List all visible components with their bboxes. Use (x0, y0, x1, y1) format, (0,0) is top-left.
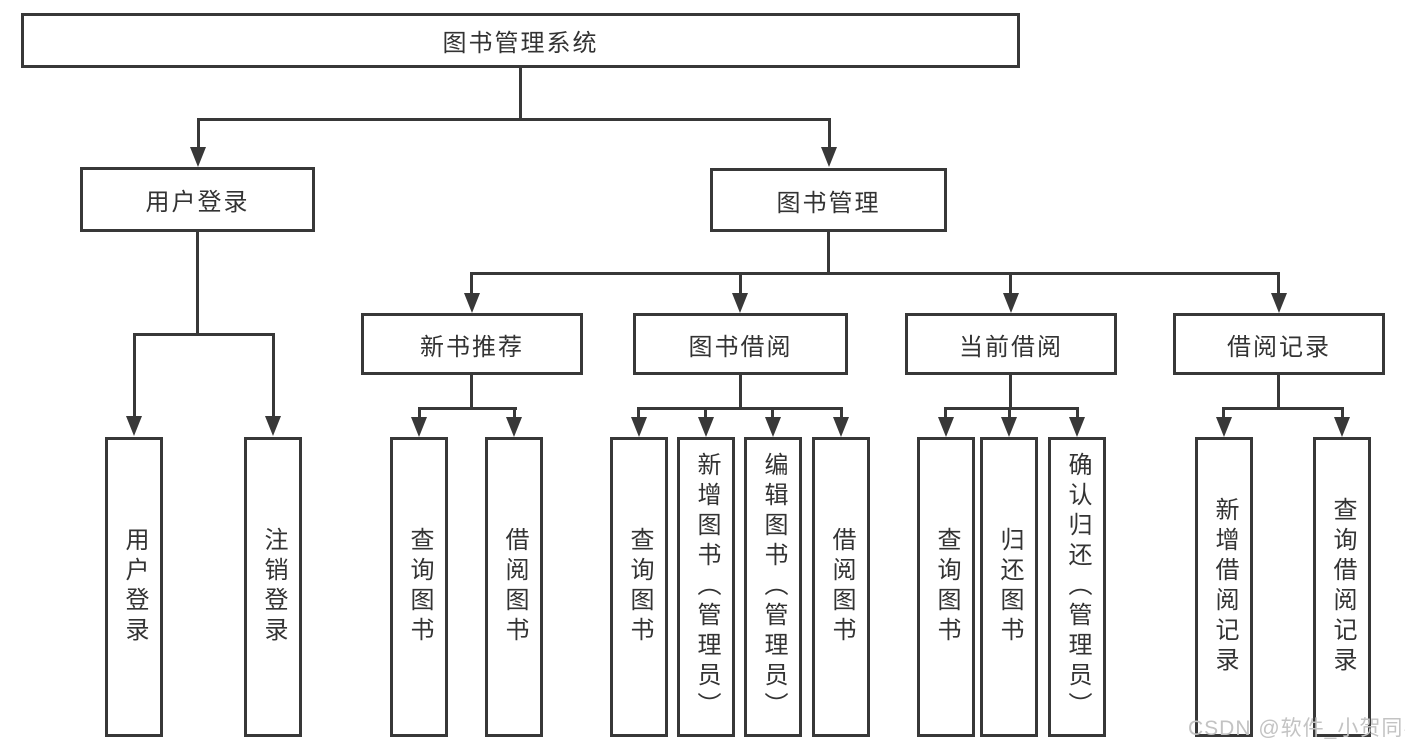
node-label: 图书管理 (776, 189, 881, 217)
connector-line (637, 407, 640, 417)
node-label: 当前借阅 (959, 333, 1063, 361)
connector-line (739, 375, 742, 407)
connector-line (944, 407, 947, 417)
leaf-newbooks-query-books: 查询图书 (390, 437, 448, 737)
connector-line (944, 407, 1079, 410)
connector-line (470, 375, 473, 407)
node-label: 图书借阅 (688, 333, 793, 361)
leaf-borrowing-edit-books-admin: 编辑图书（管理员） (744, 437, 802, 737)
connector-line (637, 407, 843, 410)
leaf-current-query-books: 查询图书 (917, 437, 975, 737)
connector-line (1008, 407, 1011, 417)
leaf-label: 归还图书 (996, 527, 1023, 647)
connector-line (418, 407, 421, 417)
leaf-label: 查询图书 (933, 527, 960, 647)
arrowhead (1069, 417, 1085, 437)
arrowhead (821, 147, 837, 167)
arrowhead (411, 417, 427, 437)
arrowhead (732, 293, 748, 313)
arrowhead (1001, 417, 1017, 437)
connector-line (828, 118, 831, 147)
node-book-management: 图书管理 (710, 168, 947, 232)
node-book-borrowing: 图书借阅 (633, 313, 848, 375)
arrowhead (1216, 417, 1232, 437)
connector-line (197, 118, 200, 147)
arrowhead (698, 417, 714, 437)
node-new-book-recommend: 新书推荐 (361, 313, 583, 375)
connector-line (197, 118, 831, 121)
leaf-borrowing-borrow-books: 借阅图书 (812, 437, 870, 737)
node-current-borrowing: 当前借阅 (905, 313, 1117, 375)
node-user-login: 用户登录 (80, 167, 315, 232)
arrowhead (126, 416, 142, 436)
node-library-management-system: 图书管理系统 (21, 13, 1020, 68)
connector-line (133, 333, 136, 416)
arrowhead (1334, 417, 1350, 437)
connector-line (827, 232, 830, 272)
leaf-label: 编辑图书（管理员） (760, 452, 787, 722)
leaf-current-return-books: 归还图书 (980, 437, 1038, 737)
arrowhead (631, 417, 647, 437)
leaf-label: 注销登录 (260, 527, 287, 647)
node-borrowing-records: 借阅记录 (1173, 313, 1385, 375)
node-label: 用户登录 (145, 189, 250, 216)
connector-line (840, 407, 843, 417)
leaf-label: 借阅图书 (501, 527, 528, 647)
connector-line (1341, 407, 1344, 417)
node-label: 新书推荐 (420, 333, 524, 361)
connector-line (1076, 407, 1079, 417)
leaf-label: 新增借阅记录 (1211, 497, 1238, 677)
node-label: 借阅记录 (1227, 333, 1331, 361)
watermark: CSDN @软件_小贺同学 (1188, 717, 1405, 740)
leaf-label: 查询借阅记录 (1329, 497, 1356, 677)
leaf-label: 借阅图书 (828, 527, 855, 647)
arrowhead (190, 147, 206, 167)
connector-line (704, 407, 707, 417)
connector-line (1009, 272, 1012, 293)
connector-line (133, 333, 275, 336)
connector-line (1222, 407, 1225, 417)
arrowhead (265, 416, 281, 436)
connector-line (1277, 375, 1280, 407)
connector-line (418, 407, 517, 410)
leaf-records-query-record: 查询借阅记录 (1313, 437, 1371, 737)
connector-line (1009, 375, 1012, 407)
connector-line (272, 333, 275, 416)
node-label: 图书管理系统 (442, 30, 599, 57)
leaf-label: 查询图书 (626, 527, 653, 647)
leaf-label: 用户登录 (121, 527, 148, 647)
connector-line (1222, 407, 1343, 410)
leaf-logout: 注销登录 (244, 437, 302, 737)
arrowhead (506, 417, 522, 437)
leaf-label: 查询图书 (406, 527, 433, 647)
leaf-records-add-record: 新增借阅记录 (1195, 437, 1253, 737)
connector-line (771, 407, 774, 417)
connector-line (470, 272, 473, 293)
leaf-label: 新增图书（管理员） (693, 452, 720, 722)
arrowhead (1003, 293, 1019, 313)
connector-line (1277, 272, 1280, 293)
connector-line (513, 407, 516, 417)
connector-line (519, 68, 522, 118)
arrowhead (833, 417, 849, 437)
arrowhead (1271, 293, 1287, 313)
connector-line (196, 232, 199, 333)
leaf-newbooks-borrow-books: 借阅图书 (485, 437, 543, 737)
arrowhead (464, 293, 480, 313)
leaf-user-login: 用户登录 (105, 437, 163, 737)
leaf-borrowing-query-books: 查询图书 (610, 437, 668, 737)
connector-line (739, 272, 742, 293)
leaf-current-confirm-return-admin: 确认归还（管理员） (1048, 437, 1106, 737)
leaf-label: 确认归还（管理员） (1064, 452, 1091, 722)
leaf-borrowing-add-books-admin: 新增图书（管理员） (677, 437, 735, 737)
arrowhead (938, 417, 954, 437)
arrowhead (765, 417, 781, 437)
connector-line (470, 272, 1280, 275)
